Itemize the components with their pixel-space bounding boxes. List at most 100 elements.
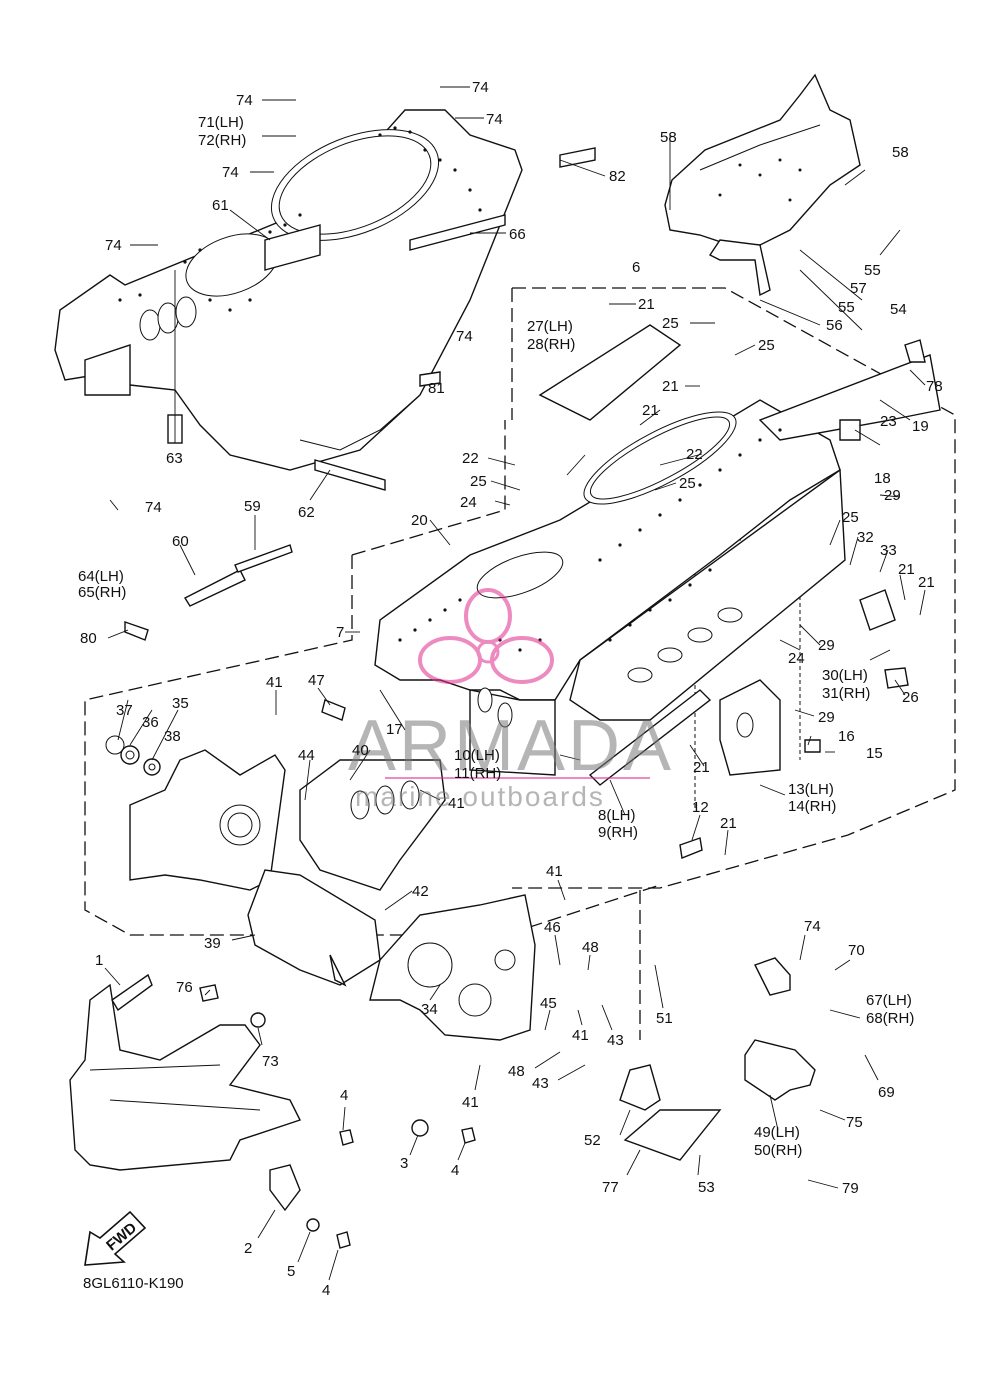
callout-label: 80 <box>80 630 97 647</box>
callout-label: 37 <box>116 702 133 719</box>
callout-label: 74 <box>105 237 122 254</box>
callout-label: 8(LH) <box>598 807 636 824</box>
callout-label: 5 <box>287 1263 295 1280</box>
callout-label: 21 <box>720 815 737 832</box>
callout-label: 39 <box>204 935 221 952</box>
fwd-arrow-icon: FWD <box>84 1210 147 1266</box>
callout-label: 21 <box>693 759 710 776</box>
callout-label: 4 <box>451 1162 459 1179</box>
callout-label: 29 <box>884 487 901 504</box>
callout-label: 78 <box>926 378 943 395</box>
callout-label: 46 <box>544 919 561 936</box>
callout-label: 74 <box>486 111 503 128</box>
callout-label: 36 <box>142 714 159 731</box>
propeller-logo-icon <box>418 588 554 684</box>
callout-label: 26 <box>902 689 919 706</box>
callout-label: 61 <box>212 197 229 214</box>
callout-label: 48 <box>582 939 599 956</box>
callout-label: 29 <box>818 709 835 726</box>
callout-label: 17 <box>386 721 403 738</box>
callout-label: 74 <box>472 79 489 96</box>
callout-label: 72(RH) <box>198 132 246 149</box>
callout-label: 20 <box>411 512 428 529</box>
watermark: ARMADA marine outboards <box>348 588 674 812</box>
callout-label: 58 <box>892 144 909 161</box>
callout-label: 44 <box>298 747 315 764</box>
callout-label: 74 <box>804 918 821 935</box>
callout-label: 68(RH) <box>866 1010 914 1027</box>
callout-label: 63 <box>166 450 183 467</box>
fasteners <box>124 147 926 1249</box>
callout-label: 69 <box>878 1084 895 1101</box>
callout-label: 11(RH) <box>454 765 501 782</box>
callout-label: 2 <box>244 1240 252 1257</box>
callout-label: 28(RH) <box>527 336 575 353</box>
callout-label: 22 <box>686 446 703 463</box>
callout-label: 47 <box>308 672 325 689</box>
watermark-brand: ARMADA <box>348 706 674 786</box>
callout-label: 34 <box>421 1001 438 1018</box>
callout-label: 55 <box>838 299 855 316</box>
callout-label: 21 <box>918 574 935 591</box>
callout-label: 54 <box>890 301 907 318</box>
watermark-tagline: marine outboards <box>355 781 605 812</box>
callout-label: 21 <box>638 296 655 313</box>
callout-label: 75 <box>846 1114 863 1131</box>
callout-label: 29 <box>818 637 835 654</box>
callout-label: 21 <box>662 378 679 395</box>
callout-label: 27(LH) <box>527 318 573 335</box>
tunnel-assembly <box>374 324 941 786</box>
callout-labels: 74 74 74 71(LH) 72(RH) 74 61 74 66 82 58… <box>78 79 943 1299</box>
callout-label: 35 <box>172 695 189 712</box>
callout-label: 73 <box>262 1053 279 1070</box>
callout-label: 64(LH) <box>78 568 124 585</box>
callout-label: 4 <box>322 1282 330 1299</box>
callout-label: 7 <box>336 624 344 641</box>
callout-label: 22 <box>462 450 479 467</box>
callout-label: 43 <box>532 1075 549 1092</box>
callout-label: 24 <box>460 494 477 511</box>
diagram-code: 8GL6110-K190 <box>83 1275 184 1292</box>
callout-label: 82 <box>609 168 626 185</box>
callout-label: 14(RH) <box>788 798 836 815</box>
callout-label: 12 <box>692 799 709 816</box>
callout-label: 59 <box>244 498 261 515</box>
callout-label: 60 <box>172 533 189 550</box>
rear-flap-assembly <box>664 73 866 297</box>
callout-label: 21 <box>642 402 659 419</box>
callout-label: 57 <box>850 280 867 297</box>
callout-label: 24 <box>788 650 805 667</box>
callout-label: 74 <box>145 499 162 516</box>
leader-lines <box>104 86 926 1281</box>
callout-label: 70 <box>848 942 865 959</box>
rear-deck-assembly <box>54 109 523 471</box>
front-bulkhead <box>369 894 536 1041</box>
callout-label: 42 <box>412 883 429 900</box>
callout-label: 53 <box>698 1179 715 1196</box>
callout-label: 41 <box>266 674 283 691</box>
callout-label: 25 <box>470 473 487 490</box>
callout-label: 41 <box>462 1094 479 1111</box>
callout-label: 74 <box>456 328 473 345</box>
callout-label: 33 <box>880 542 897 559</box>
callout-label: 45 <box>540 995 557 1012</box>
callout-label: 6 <box>632 259 640 276</box>
callout-label: 43 <box>607 1032 624 1049</box>
callout-label: 62 <box>298 504 315 521</box>
callout-label: 23 <box>880 413 897 430</box>
callout-label: 41 <box>572 1027 589 1044</box>
callout-label: 19 <box>912 418 929 435</box>
bearing-set <box>105 735 161 776</box>
rear-bracket-group <box>619 957 816 1161</box>
callout-label: 41 <box>448 795 465 812</box>
callout-label: 9(RH) <box>598 824 638 841</box>
callout-label: 3 <box>400 1155 408 1172</box>
callout-label: 67(LH) <box>866 992 912 1009</box>
callout-label: 56 <box>826 317 843 334</box>
callout-label: 25 <box>758 337 775 354</box>
callout-label: 50(RH) <box>754 1142 802 1159</box>
callout-label: 77 <box>602 1179 619 1196</box>
callout-label: 10(LH) <box>454 747 500 764</box>
callout-label: 25 <box>842 509 859 526</box>
